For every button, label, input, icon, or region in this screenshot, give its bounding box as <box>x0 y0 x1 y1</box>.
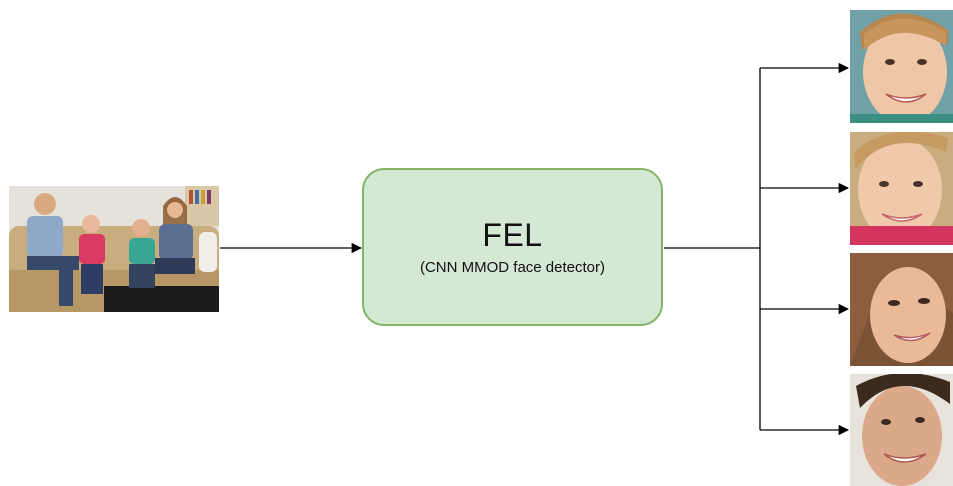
input-family-photo <box>9 186 219 312</box>
output-face-boy <box>850 10 953 123</box>
fel-process-box: FEL (CNN MMOD face detector) <box>362 168 663 326</box>
output-face-woman <box>850 253 953 366</box>
output-face-girl <box>850 132 953 245</box>
fel-title: FEL <box>482 216 543 253</box>
fel-subtitle: (CNN MMOD face detector) <box>419 259 606 277</box>
output-face-man <box>850 374 953 486</box>
